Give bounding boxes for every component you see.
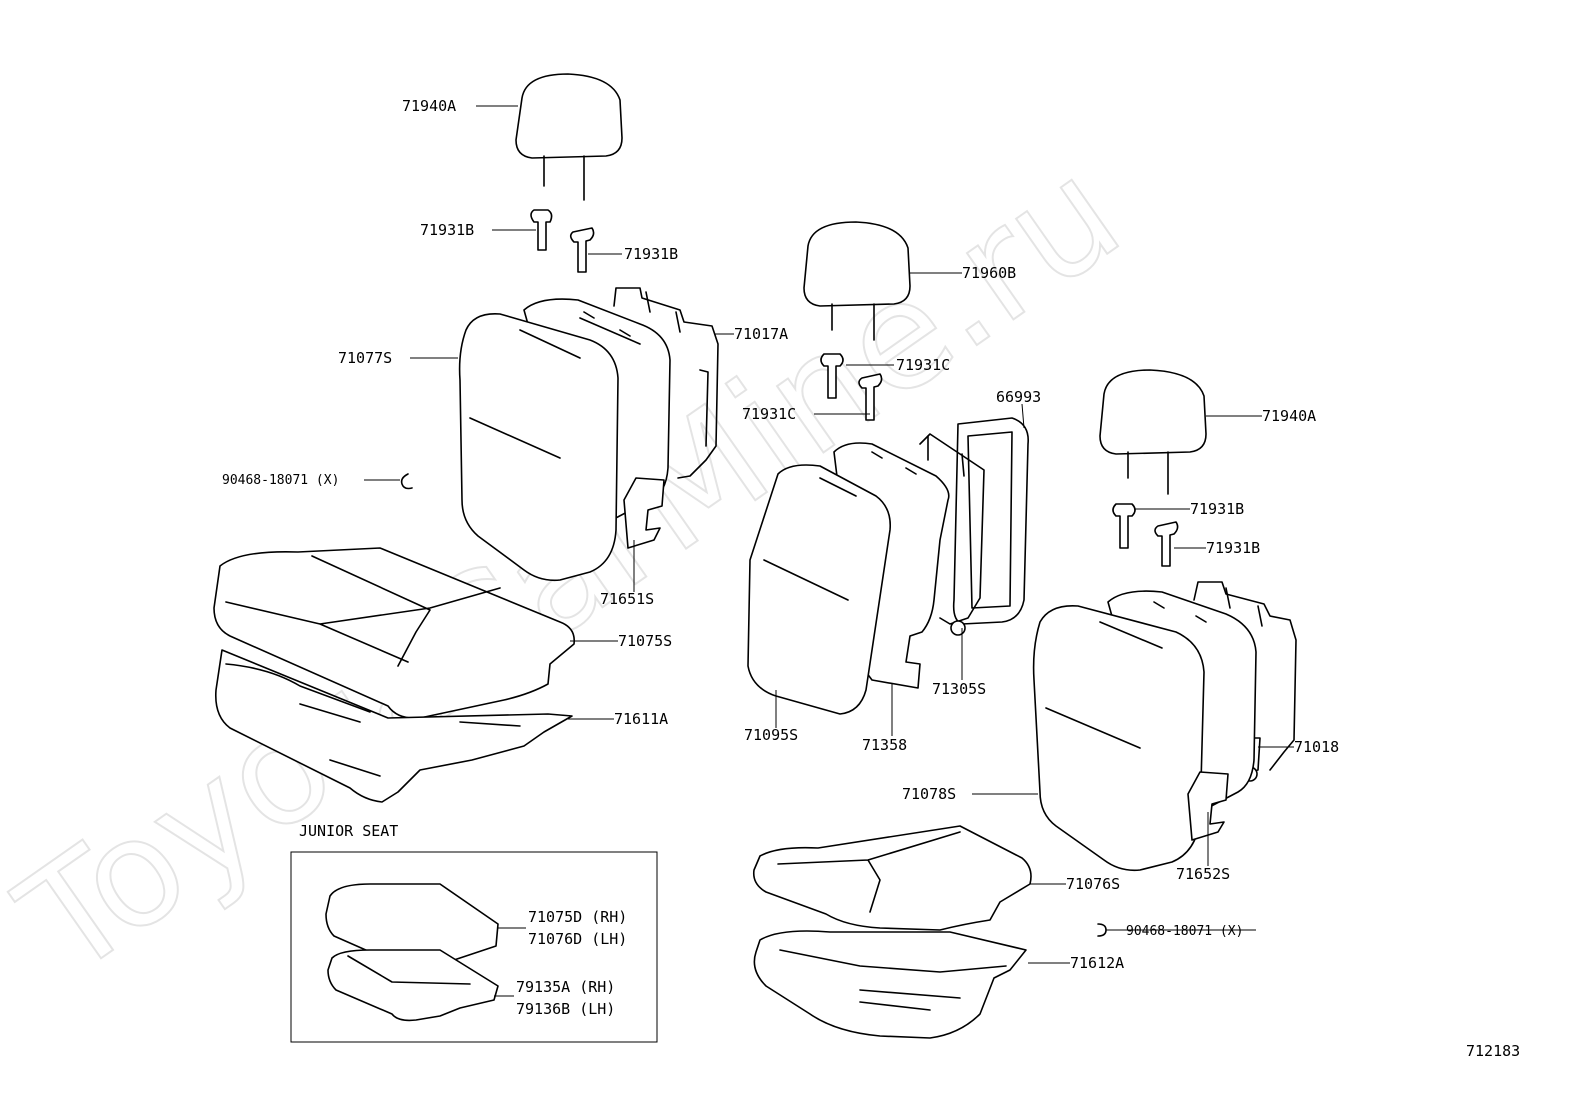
seat-cushion-cover-left[interactable]: [213, 547, 576, 720]
label-71076S: 71076S: [1066, 875, 1120, 893]
label-71940A-right: 71940A: [1262, 407, 1316, 425]
seat-cushion-pad-right[interactable]: [753, 930, 1027, 1039]
seatback-cover-center[interactable]: [747, 464, 892, 715]
label-71940A-left: 71940A: [402, 97, 456, 115]
label-71652S: 71652S: [1176, 865, 1230, 883]
armrest-cover-panel[interactable]: [952, 417, 1029, 625]
label-71931B-left-2: 71931B: [624, 245, 678, 263]
label-71651S: 71651S: [600, 590, 654, 608]
label-90468-right: 90468-18071 (X): [1126, 924, 1243, 939]
label-71095S: 71095S: [744, 726, 798, 744]
label-71960B: 71960B: [962, 264, 1016, 282]
label-71018: 71018: [1294, 738, 1339, 756]
part-labels: 71940A 71931B 71931B 71017A 71077S 90468…: [222, 97, 1339, 1018]
headrest-center[interactable]: [803, 221, 911, 341]
headrest-guide-right-1[interactable]: [1112, 503, 1136, 549]
seat-cushion-cover-right[interactable]: [752, 825, 1032, 931]
label-71611A: 71611A: [614, 710, 668, 728]
headrest-guide-right-2[interactable]: [1154, 521, 1179, 567]
label-71931B-right-1: 71931B: [1190, 500, 1244, 518]
figure-number: 712183: [1466, 1042, 1520, 1060]
label-71931B-right-2: 71931B: [1206, 539, 1260, 557]
seatback-cover-right[interactable]: [1032, 605, 1205, 872]
label-71077S: 71077S: [338, 349, 392, 367]
headrest-right[interactable]: [1099, 369, 1207, 495]
label-71358: 71358: [862, 736, 907, 754]
headrest-left[interactable]: [515, 73, 623, 201]
hinge-cover-right[interactable]: [1187, 771, 1229, 841]
label-71612A: 71612A: [1070, 954, 1124, 972]
label-71076D: 71076D (LH): [528, 930, 627, 948]
junior-seat-pad[interactable]: [327, 949, 499, 1022]
label-71931B-left-1: 71931B: [420, 221, 474, 239]
clip-right[interactable]: [1097, 923, 1107, 937]
seatback-frame-right[interactable]: [1193, 581, 1297, 771]
clip-left[interactable]: [400, 473, 413, 490]
junior-seat-box: [290, 851, 658, 1043]
junior-seat-title: JUNIOR SEAT: [299, 822, 398, 840]
label-71017A: 71017A: [734, 325, 788, 343]
headrest-guide-left-1[interactable]: [530, 209, 553, 251]
label-79135A: 79135A (RH): [516, 978, 615, 996]
label-71305S: 71305S: [932, 680, 986, 698]
label-90468-left: 90468-18071 (X): [222, 473, 339, 488]
label-71075S: 71075S: [618, 632, 672, 650]
seat-cushion-pad-left[interactable]: [214, 649, 573, 803]
label-71931C-2: 71931C: [742, 405, 796, 423]
hinge-cover-left[interactable]: [623, 477, 665, 549]
seatback-cover-left[interactable]: [458, 313, 619, 582]
headrest-guide-center-2[interactable]: [858, 373, 883, 421]
label-71931C-1: 71931C: [896, 356, 950, 374]
seatback-frame-center[interactable]: [919, 433, 985, 636]
label-79136B: 79136B (LH): [516, 1000, 615, 1018]
headrest-guide-left-2[interactable]: [569, 227, 595, 273]
headrest-guide-center-1[interactable]: [820, 353, 844, 399]
label-71078S: 71078S: [902, 785, 956, 803]
seatback-frame-left[interactable]: [613, 287, 719, 479]
label-66993: 66993: [996, 388, 1041, 406]
leader-lines: [364, 105, 1294, 997]
label-71075D: 71075D (RH): [528, 908, 627, 926]
